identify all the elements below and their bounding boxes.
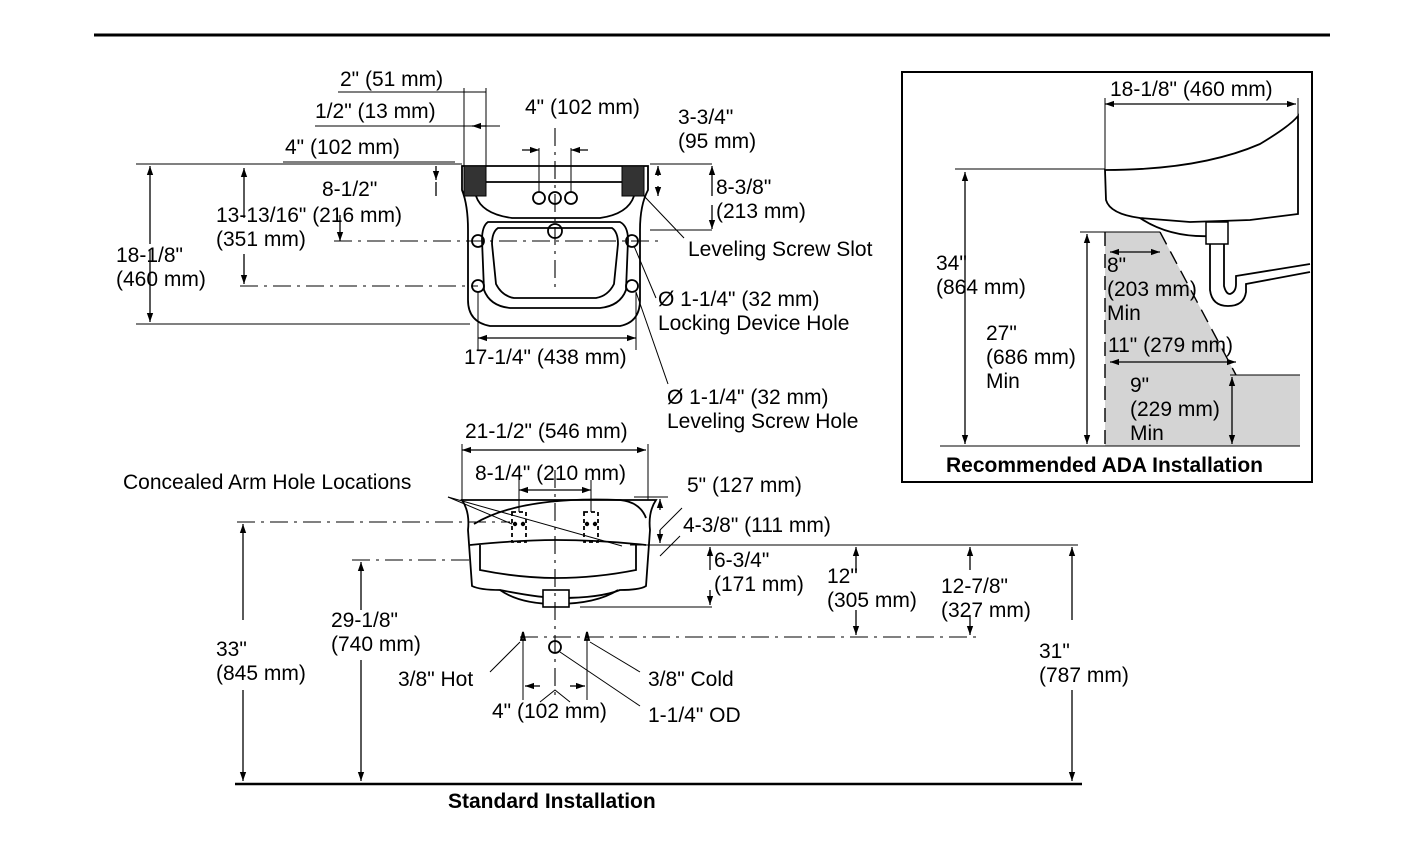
leveling-hole-label-a: Ø 1-1/4" (32 mm) <box>667 386 829 409</box>
front-dim-4in-bottom: 4" (102 mm) <box>492 700 607 723</box>
dim-half-in: 1/2" (13 mm) <box>315 100 436 123</box>
dim-18-1-8-b: (460 mm) <box>116 268 206 291</box>
dim-3-3-4-a: 3-3/4" <box>678 106 733 129</box>
dim-4in-top: 4" (102 mm) <box>525 96 640 119</box>
ada-clearance-area <box>1105 232 1300 446</box>
ada-dim-34-a: 34" <box>936 252 967 275</box>
front-dim-12-a: 12" <box>827 565 858 588</box>
front-dim-29-1-8-a: 29-1/8" <box>331 609 398 632</box>
dim-3-3-4-b: (95 mm) <box>678 130 756 153</box>
ada-view: 18-1/8" (460 mm) 34" (864 mm) 8" (203 mm… <box>901 71 1313 483</box>
top-view: 2" (51 mm) 1/2" (13 mm) 4" (102 mm) 4" (… <box>116 68 873 433</box>
ada-dim-9-a: 9" <box>1130 374 1149 397</box>
front-dim-5in: 5" (127 mm) <box>687 474 802 497</box>
ada-dim-11: 11" (279 mm) <box>1108 334 1233 357</box>
front-dim-12-7-8-a: 12-7/8" <box>941 575 1008 598</box>
standard-caption: Standard Installation <box>448 790 656 813</box>
dim-18-1-8-a: 18-1/8" <box>116 244 183 267</box>
sink-top-outline <box>461 165 649 327</box>
ada-dim-18-1-8: 18-1/8" (460 mm) <box>1110 78 1273 101</box>
front-dim-29-1-8-b: (740 mm) <box>331 633 421 656</box>
dim-17-1-4: 17-1/4" (438 mm) <box>464 346 627 369</box>
ada-dim-8-a: 8" <box>1107 254 1126 277</box>
ada-dim-34-b: (864 mm) <box>936 276 1026 299</box>
dim-2in: 2" (51 mm) <box>340 68 443 91</box>
ada-dim-27-b: (686 mm) <box>986 346 1076 369</box>
front-view: 21-1/2" (546 mm) 8-1/4" (210 mm) Conceal… <box>123 420 1129 813</box>
ada-dim-9-c: Min <box>1130 422 1164 445</box>
drain-od-label: 1-1/4" OD <box>648 704 741 727</box>
front-dim-12-b: (305 mm) <box>827 589 917 612</box>
ada-caption: Recommended ADA Installation <box>946 454 1263 477</box>
ada-dim-8-b: (203 mm) <box>1107 278 1197 301</box>
ada-dim-8-c: Min <box>1107 302 1141 325</box>
front-dim-12-7-8-b: (327 mm) <box>941 599 1031 622</box>
front-dim-33-a: 33" <box>216 638 247 661</box>
front-dim-21-1-2: 21-1/2" (546 mm) <box>465 420 628 443</box>
front-dim-8-1-4: 8-1/4" (210 mm) <box>475 462 626 485</box>
leveling-screw-slot-label: Leveling Screw Slot <box>688 238 873 261</box>
front-dim-6-3-4-b: (171 mm) <box>714 573 804 596</box>
leveling-hole-label-b: Leveling Screw Hole <box>667 410 858 433</box>
cold-supply-label: 3/8" Cold <box>648 668 734 691</box>
concealed-arm-label: Concealed Arm Hole Locations <box>123 471 411 494</box>
front-dim-31-a: 31" <box>1039 640 1070 663</box>
dim-13-13-16-b: (351 mm) <box>216 228 306 251</box>
front-dim-33-b: (845 mm) <box>216 662 306 685</box>
dim-13-13-16-a: 13-13/16" (216 mm) <box>216 204 402 227</box>
leveling-slot-right <box>621 165 645 197</box>
front-dim-4-3-8: 4-3/8" (111 mm) <box>683 514 831 537</box>
dim-4in-left: 4" (102 mm) <box>285 136 400 159</box>
ada-dim-9-b: (229 mm) <box>1130 398 1220 421</box>
leveling-slot-left <box>463 165 487 197</box>
ada-dim-27-a: 27" <box>986 322 1017 345</box>
dim-8-3-8-a: 8-3/8" <box>716 176 771 199</box>
front-dim-6-3-4-a: 6-3/4" <box>714 549 769 572</box>
dim-8-1-2: 8-1/2" <box>322 178 377 201</box>
locking-hole-label-b: Locking Device Hole <box>658 312 849 335</box>
dim-8-3-8-b: (213 mm) <box>716 200 806 223</box>
hot-supply-label: 3/8" Hot <box>398 668 473 691</box>
front-dim-31-b: (787 mm) <box>1039 664 1129 687</box>
ada-dim-27-c: Min <box>986 370 1020 393</box>
locking-hole-label-a: Ø 1-1/4" (32 mm) <box>658 288 820 311</box>
leveling-hole-right <box>625 279 639 293</box>
